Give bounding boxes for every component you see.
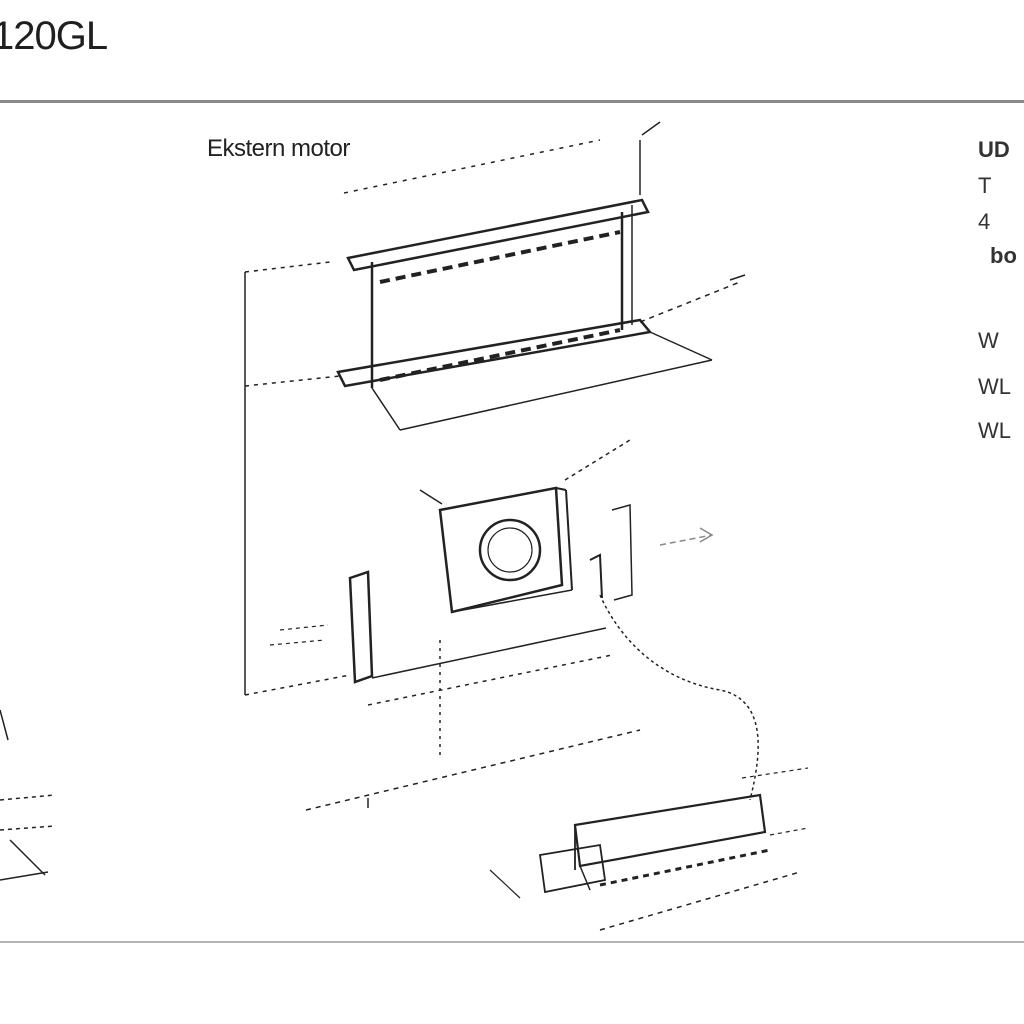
side-panel-line: bo [990, 243, 1017, 268]
left-fragment [0, 709, 56, 881]
side-panel-line: 4 [978, 209, 991, 234]
side-bracket [269, 570, 374, 684]
side-panel-line: UD [978, 137, 1010, 162]
header-divider [0, 100, 1024, 103]
side-panel-line: W [978, 328, 999, 353]
footer-divider [0, 941, 1024, 943]
side-panel-line: T [978, 173, 992, 198]
motor-housing [419, 439, 633, 614]
model-title: 120GL [0, 14, 108, 58]
side-panel-line: WL [978, 418, 1011, 443]
front-panel [336, 198, 713, 431]
power-cable [599, 594, 759, 801]
dimension-lines-bottom [305, 627, 641, 811]
fan-icon [478, 518, 542, 582]
dimension-lines-top [244, 121, 746, 696]
side-panel-line: WL [978, 374, 1011, 399]
airflow-arrow-icon [659, 527, 714, 546]
transformer-box [489, 767, 809, 931]
diagram-caption: Ekstern motor [207, 135, 350, 162]
